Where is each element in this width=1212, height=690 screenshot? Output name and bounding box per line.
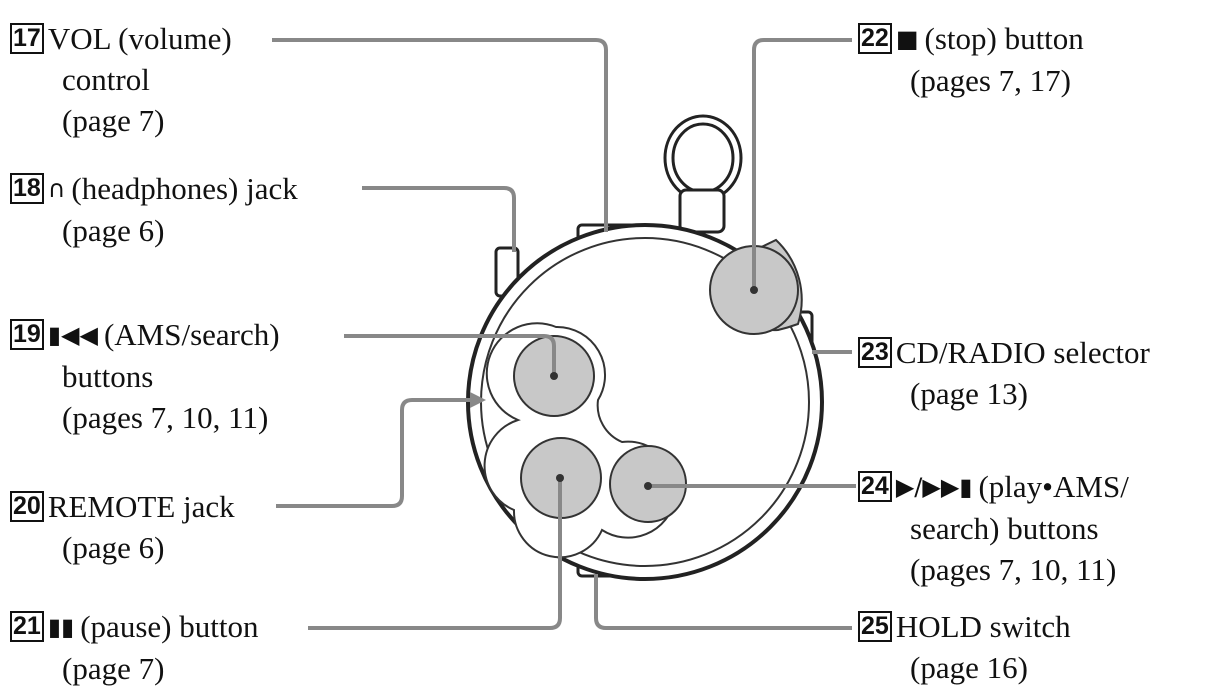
callout-number: 22 xyxy=(858,23,892,54)
leader-20 xyxy=(276,398,470,508)
callout-number: 20 xyxy=(10,491,44,522)
callout-number: 18 xyxy=(10,173,44,204)
callout-text: (page 16) xyxy=(910,650,1028,685)
strap-ring xyxy=(663,114,743,234)
callout-number: 17 xyxy=(10,23,44,54)
leader-19 xyxy=(344,334,556,376)
callout-text: (stop) button xyxy=(924,21,1084,56)
callout-number: 23 xyxy=(858,337,892,368)
callout-text: (pause) button xyxy=(80,609,259,644)
callout-text: (page 7) xyxy=(62,103,165,138)
callout-18: 18∩(headphones) jack (page 6) xyxy=(10,168,298,251)
callout-text: buttons xyxy=(62,359,154,394)
callout-text: (pages 7, 10, 11) xyxy=(910,552,1117,587)
ams-back-icon: ▮◀◀ xyxy=(47,321,98,349)
leader-25 xyxy=(594,574,852,630)
leader-dots xyxy=(550,286,758,490)
callout-text: REMOTE jack xyxy=(47,489,235,524)
callout-text: (pages 7, 17) xyxy=(910,63,1071,98)
headphones-icon: ∩ xyxy=(47,175,66,203)
callout-24: 24▶/▶▶▮(play•AMS/ search) buttons (pages… xyxy=(858,466,1129,590)
leader-21 xyxy=(308,478,562,630)
leader-17 xyxy=(272,38,608,232)
callout-text: (page 13) xyxy=(910,376,1028,411)
callout-number: 24 xyxy=(858,471,892,502)
callout-number: 21 xyxy=(10,611,44,642)
callout-text: (pages 7, 10, 11) xyxy=(62,400,269,435)
callout-text: (play•AMS/ xyxy=(978,469,1129,504)
leader-18 xyxy=(362,186,516,252)
callout-21: 21▮▮(pause) button (page 7) xyxy=(10,606,258,689)
callout-text: (page 6) xyxy=(62,213,165,248)
leader-22 xyxy=(752,38,852,290)
leader-20-arrowhead xyxy=(470,392,486,408)
callout-text: (page 6) xyxy=(62,530,165,565)
play-ams-icon: ▶/▶▶▮ xyxy=(895,473,973,501)
callout-19: 19▮◀◀(AMS/search) buttons (pages 7, 10, … xyxy=(10,314,280,438)
callout-text: HOLD switch xyxy=(895,609,1071,644)
callout-text: (headphones) jack xyxy=(71,171,298,206)
callout-number: 25 xyxy=(858,611,892,642)
callout-text: search) buttons xyxy=(910,511,1099,546)
callout-text: control xyxy=(62,62,150,97)
pause-icon: ▮▮ xyxy=(47,613,75,641)
leader-lines xyxy=(272,38,856,630)
stop-icon: ■ xyxy=(895,25,919,53)
callout-text: (AMS/search) xyxy=(103,317,280,352)
callout-22: 22■(stop) button (pages 7, 17) xyxy=(858,18,1084,101)
callout-text: VOL (volume) xyxy=(47,21,232,56)
callout-text: (page 7) xyxy=(62,651,165,686)
callout-number: 19 xyxy=(10,319,44,350)
callout-text: CD/RADIO selector xyxy=(895,335,1150,370)
